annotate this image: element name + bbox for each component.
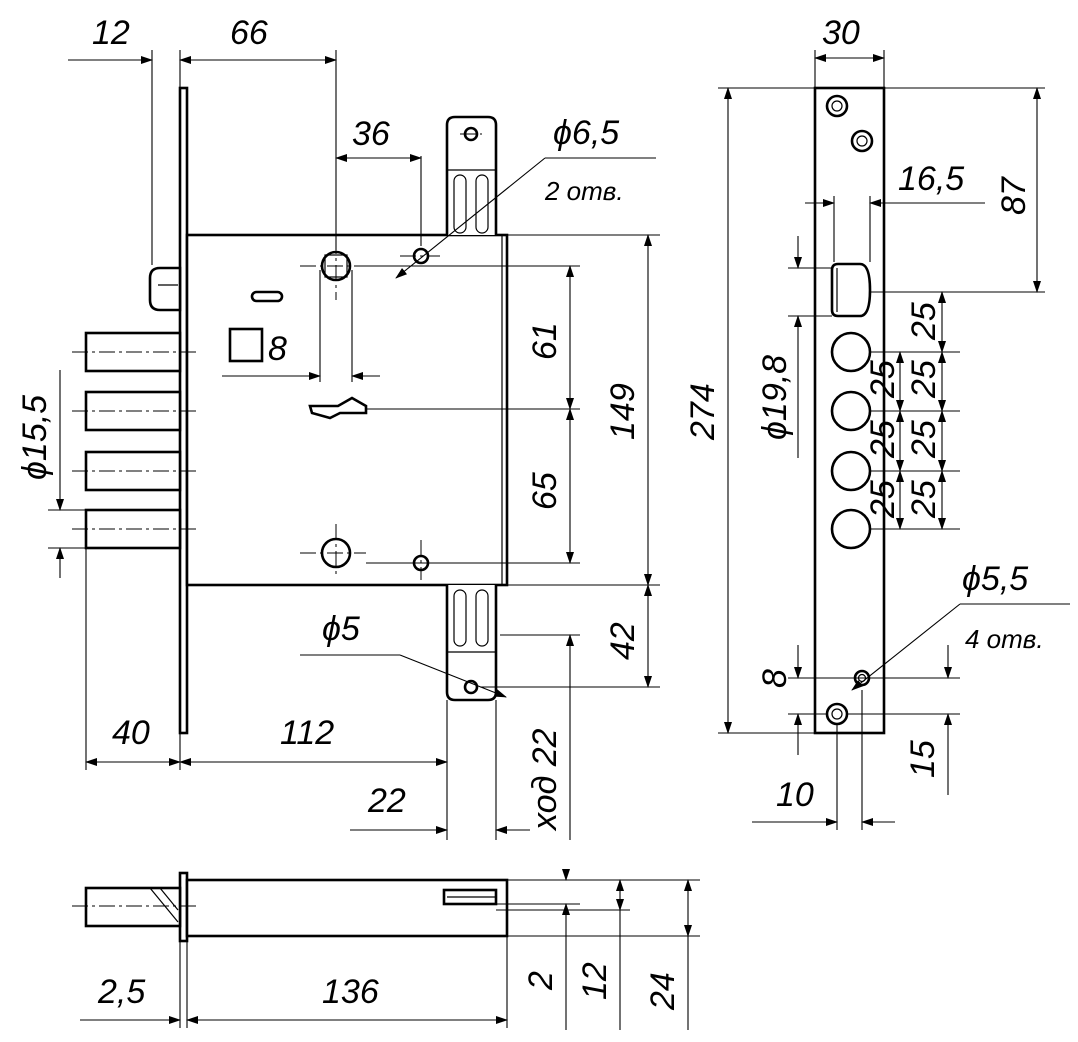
dim-phi-6-5: ϕ6,5: [553, 114, 619, 152]
dim-phi-15-5: ϕ15,5: [16, 395, 54, 480]
dim-149: 149: [604, 383, 642, 440]
dim-61: 61: [526, 322, 564, 360]
label-2-holes: 2 отв.: [544, 176, 624, 206]
dim-87: 87: [995, 176, 1033, 215]
dim-12-b: 12: [576, 962, 614, 1000]
dim-25-g: 25: [864, 480, 902, 519]
dim-36: 36: [352, 115, 390, 153]
latch-window: [830, 262, 872, 318]
dim-phi-19-8: ϕ19,8: [756, 355, 794, 440]
dim-274: 274: [684, 383, 722, 441]
side-view: 30 16,5 87 274 ϕ19,8 25: [684, 14, 1070, 830]
dim-30: 30: [822, 14, 860, 52]
spindle-square: [228, 327, 264, 363]
dim-65: 65: [526, 472, 564, 510]
lock-body: [185, 233, 509, 587]
dim-25-c: 25: [905, 420, 943, 459]
dim-10: 10: [776, 776, 814, 814]
dim-2: 2: [522, 971, 560, 991]
dim-25-e: 25: [864, 360, 902, 399]
dim-136: 136: [322, 973, 379, 1011]
dim-16-5: 16,5: [898, 160, 964, 198]
dim-112: 112: [280, 714, 334, 752]
dim-22: 22: [367, 782, 406, 820]
slot: [250, 290, 284, 303]
dim-12: 12: [92, 14, 130, 52]
dim-24: 24: [644, 972, 682, 1011]
latch-bolt: [148, 266, 182, 312]
dim-25-a: 25: [905, 302, 943, 341]
top-view: 2,5 136 2 12 24: [72, 869, 700, 1030]
dim-66: 66: [230, 14, 268, 52]
dim-sq-8: 8: [268, 330, 287, 368]
deadbolts: [72, 331, 200, 550]
dim-2-5: 2,5: [97, 973, 145, 1011]
dim-stroke-22: ход 22: [526, 728, 564, 832]
dim-8: 8: [756, 669, 794, 688]
top-rod-bracket: [445, 115, 498, 235]
dim-phi-5: ϕ5: [322, 610, 360, 648]
dim-25-f: 25: [864, 420, 902, 459]
bolt-top: [84, 886, 182, 928]
dim-25-d: 25: [905, 480, 943, 519]
dim-phi-5-5: ϕ5,5: [962, 560, 1028, 598]
dim-40: 40: [112, 714, 150, 752]
label-4-holes: 4 отв.: [965, 624, 1044, 654]
front-view: 12 66 36 ϕ6,5 2 отв. 8 61 65 149 42: [16, 14, 660, 840]
dim-42: 42: [604, 622, 642, 660]
key-lever: [308, 396, 368, 420]
dim-25-b: 25: [905, 360, 943, 399]
dim-15: 15: [904, 740, 942, 778]
body-top: [185, 878, 509, 938]
